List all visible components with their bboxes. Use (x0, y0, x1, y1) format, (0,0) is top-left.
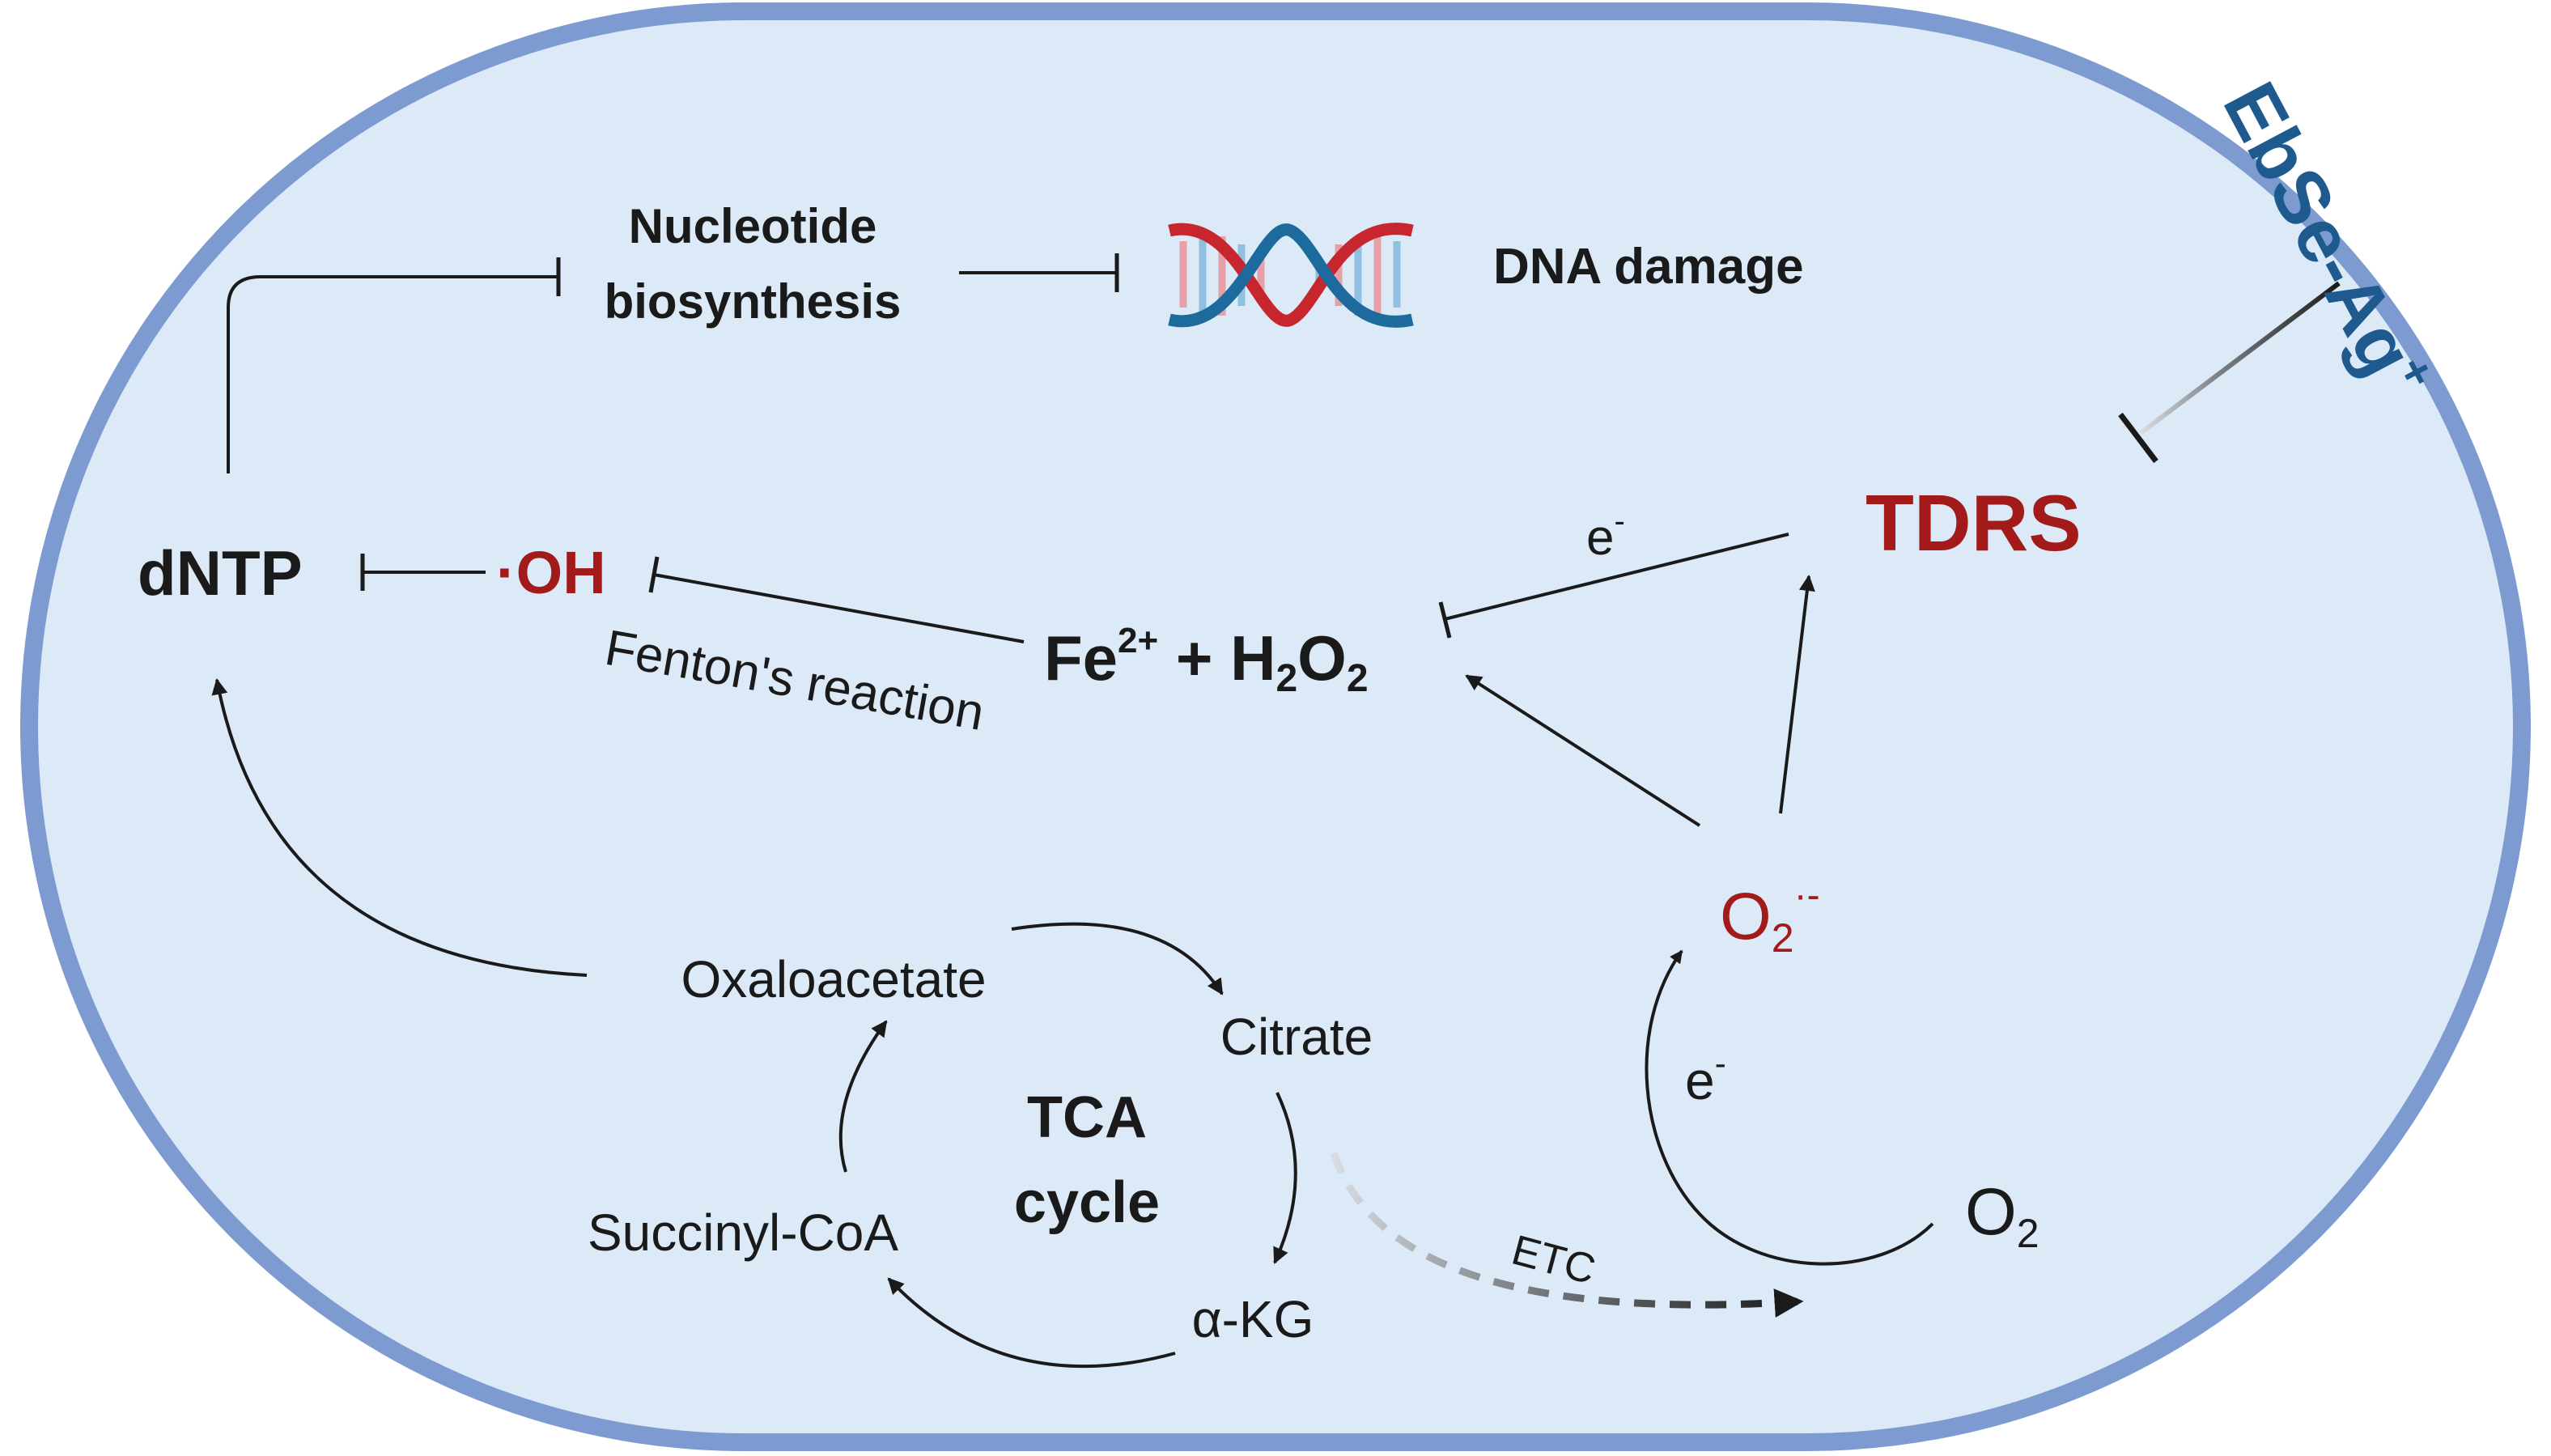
electron-top-label: e- (1586, 503, 1625, 566)
tca-label-line1: TCA (1027, 1085, 1147, 1150)
oxaloacetate-label: Oxaloacetate (681, 950, 986, 1008)
fe-to-hydroxyl-line (653, 573, 1025, 643)
tca-arrow-succinyl-oaa (838, 1020, 888, 1173)
tca-arrow-oaa-citrate (1011, 922, 1224, 995)
superoxide-label: O2·- (1720, 874, 1820, 961)
dna-helix-icon (1168, 223, 1414, 328)
oxygen-label: O2 (1965, 1175, 2040, 1256)
succinyl-label: Succinyl-CoA (588, 1203, 898, 1262)
nucleotide-label-line2: biosynthesis (605, 274, 902, 329)
nucleotide-label-line1: Nucleotide (629, 199, 877, 253)
tca-arrow-citrate-akg (1273, 1092, 1297, 1264)
drug-inhibition-line (2139, 281, 2341, 435)
tca-label-line2: cycle (1014, 1170, 1160, 1235)
tdrs-to-fenton-line (1444, 533, 1789, 621)
hydroxyl-tbar (648, 556, 660, 593)
oxaloacetate-to-dntp-arrow (211, 678, 588, 977)
citrate-label: Citrate (1220, 1008, 1373, 1066)
dntp-to-nucleotide-line (227, 275, 558, 473)
oxygen-to-superoxide-arrow (1645, 949, 1934, 1266)
akg-label: α-KG (1192, 1290, 1314, 1348)
tdrs-label: TDRS (1865, 478, 2082, 567)
fenton-reactants-label: Fe2+ + H2O2 (1044, 621, 1369, 700)
hydroxyl-label: ·OH (496, 539, 606, 606)
superoxide-to-tdrs-arrow (1779, 575, 1815, 814)
etc-arrow (1330, 1152, 1804, 1318)
tca-arrow-akg-succinyl (887, 1277, 1176, 1369)
drug-tbar (2118, 412, 2158, 464)
dna-damage-label: DNA damage (1493, 239, 1804, 295)
dntp-label: dNTP (138, 537, 303, 609)
superoxide-to-fenton-arrow (1465, 674, 1701, 827)
fenton-tbar (1438, 601, 1452, 639)
cell-membrane (20, 2, 2531, 1451)
electron-bottom-label: e- (1685, 1044, 1726, 1110)
